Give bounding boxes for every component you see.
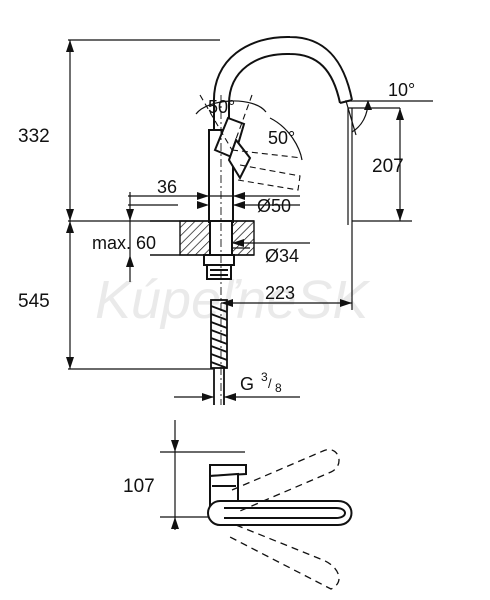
hole-diameter-arrow — [232, 239, 244, 247]
mounting-shank — [203, 220, 235, 280]
reach-arrows — [221, 299, 352, 307]
top-view-dimension — [160, 420, 245, 530]
dim-36: 36 — [157, 177, 177, 197]
handle-angle-arcs — [195, 100, 303, 161]
dim-107: 107 — [123, 476, 155, 497]
counter-top — [150, 220, 255, 256]
dim-thread-den: 8 — [275, 381, 282, 395]
top-view-swing-arcs — [229, 448, 340, 590]
dim-diameter-50: Ø50 — [257, 196, 291, 216]
hole-diameter-leader — [232, 242, 310, 249]
spout-height-arrows — [396, 108, 404, 221]
left-dimension-lines — [68, 39, 220, 370]
top-view-arrows — [171, 440, 179, 529]
dim-223: 223 — [265, 283, 295, 303]
base-width-dimension — [128, 193, 300, 215]
thread-arrows — [202, 393, 236, 401]
dim-thread-g: G — [240, 374, 254, 394]
dim-spout-tilt: 10° — [388, 80, 415, 100]
spout-tilt-arrow — [364, 100, 372, 110]
dim-diameter-34: Ø34 — [265, 246, 299, 266]
left-dimension-arrows — [66, 40, 74, 369]
dim-207: 207 — [372, 156, 404, 177]
dim-angle-b: 50° — [268, 128, 295, 148]
dim-332: 332 — [18, 126, 50, 147]
dim-angle-a: 50° — [208, 97, 235, 117]
base-width-arrows — [197, 192, 245, 209]
handle-angle-lines — [199, 94, 303, 191]
top-view-body — [207, 464, 353, 526]
reach-dimension — [221, 225, 353, 310]
counter-thickness-arrows — [126, 209, 134, 267]
dim-max-60: max. 60 — [92, 233, 156, 253]
dim-545: 545 — [18, 291, 50, 312]
dim-thread-slash: / — [268, 376, 272, 391]
dim-thread-num: 3 — [261, 370, 268, 384]
supply-hose — [210, 299, 228, 405]
spout-height-dimension — [352, 108, 412, 222]
